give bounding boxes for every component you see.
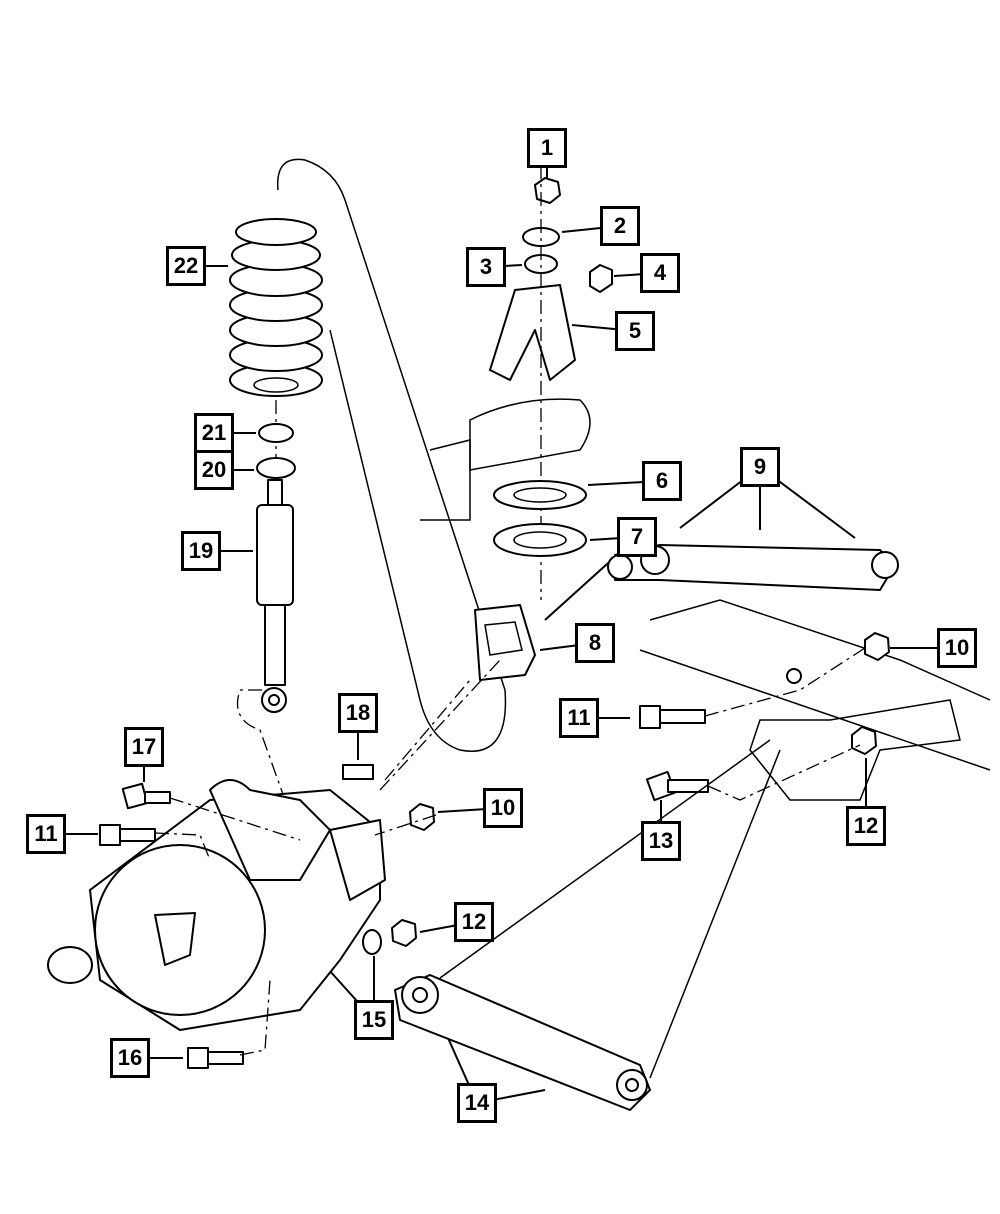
spring-seat-7 [493,523,587,557]
callout-16: 16 [110,1038,150,1078]
callout-20: 20 [194,450,234,490]
jounce-bumper [474,604,536,681]
spring-seat-6 [493,480,587,510]
callout-4: 4 [640,253,680,293]
callout-1: 1 [527,128,567,168]
nut-10-left [409,803,435,831]
callout-2: 2 [600,206,640,246]
callout-12: 12 [846,806,886,846]
callout-22: 22 [166,246,206,286]
clip-18 [342,764,374,780]
spring-isolator-lower [256,457,296,479]
bracket-5 [489,284,576,381]
callout-21: 21 [194,413,234,453]
callout-10: 10 [937,628,977,668]
callout-9: 9 [740,447,780,487]
nut-10-right [864,632,890,661]
callout-7: 7 [617,517,657,557]
callout-11: 11 [26,814,66,854]
spring-isolator-upper [258,423,294,443]
callout-11: 11 [559,698,599,738]
washer-15 [362,929,382,955]
bolt-16 [187,1047,244,1069]
bolt-11-right [639,705,706,729]
axle-housing [47,779,386,1031]
shock-absorber [256,479,294,713]
lower-control-arm [394,974,651,1111]
nut-4 [589,264,613,293]
callout-10: 10 [483,788,523,828]
coil-spring [229,218,323,397]
bolt-11-left [99,824,156,846]
nut-12-left [391,919,417,947]
callout-13: 13 [641,821,681,861]
callout-3: 3 [466,247,506,287]
nut-12-right [851,726,877,755]
callout-19: 19 [181,531,221,571]
nut-1 [534,177,561,204]
frame-rail [639,599,991,801]
callout-14: 14 [457,1083,497,1123]
assembly-outline [277,158,507,752]
callout-5: 5 [615,311,655,351]
callout-12: 12 [454,902,494,942]
callout-17: 17 [124,727,164,767]
bolt-17 [121,782,171,810]
callout-8: 8 [575,623,615,663]
bolt-13 [645,770,709,802]
callout-18: 18 [338,693,378,733]
callout-15: 15 [354,1000,394,1040]
callout-6: 6 [642,461,682,501]
